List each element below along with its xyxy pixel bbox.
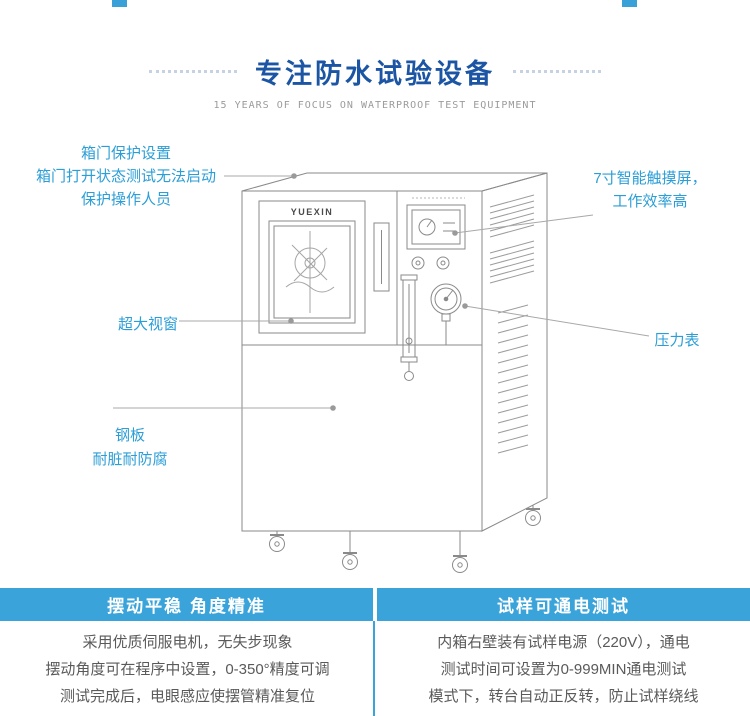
callout-line-text: 箱门打开状态测试无法启动 [35, 168, 216, 185]
feature-line: 摆动角度可在程序中设置，0-350°精度可调 [45, 661, 330, 678]
touchscreen [406, 204, 466, 250]
column-divider [373, 621, 375, 716]
machine-body [241, 172, 548, 532]
title-dash-left-icon [149, 70, 237, 73]
title-row: 专注防水试验设备 [0, 52, 750, 91]
caster-wheels [269, 505, 541, 573]
feature-line: 测试时间可设置为0-999MIN通电测试 [440, 661, 687, 678]
machine-brand: YUEXIN [291, 207, 334, 217]
callout-pressure-gauge: 压力表 [654, 332, 700, 349]
feature-header-bar: 摆动平稳 角度精准 试样可通电测试 [0, 588, 750, 621]
page-title: 专注防水试验设备 [255, 59, 495, 89]
machine-window [268, 220, 356, 324]
feature-title-power: 试样可通电测试 [373, 588, 750, 621]
feature-text-power: 内箱右壁装有试样电源（220V），通电 测试时间可设置为0-999MIN通电测试… [386, 629, 741, 710]
callout-door-protection: 箱门保护设置 箱门打开状态测试无法启动 保护操作人员 [26, 142, 226, 211]
door-handle [373, 222, 390, 292]
callout-steel-panel: 钢板 耐脏耐防腐 [85, 424, 175, 472]
callout-touchscreen: 7寸智能触摸屏， 工作效率高 [575, 167, 725, 213]
machine-illustration: YUEXIN [241, 172, 548, 573]
control-panel [400, 197, 466, 381]
callout-line-text: 钢板 [114, 427, 145, 444]
callout-line-text: 耐脏耐防腐 [92, 451, 168, 468]
decor-notch-left [112, 0, 127, 7]
machine-door [258, 200, 390, 334]
page-subtitle: 15 YEARS OF FOCUS ON WATERPROOF TEST EQU… [213, 100, 537, 111]
callout-line-text: 工作效率高 [612, 193, 688, 210]
callout-line-text: 7寸智能触摸屏， [593, 170, 707, 187]
flow-meter [400, 274, 418, 381]
feature-text-swing: 采用优质伺服电机，无失步现象 摆动角度可在程序中设置，0-350°精度可调 测试… [10, 629, 365, 710]
title-dash-right-icon [513, 70, 601, 73]
pressure-gauge-icon [430, 283, 462, 345]
callout-line-text: 保护操作人员 [80, 191, 171, 208]
decor-notch-right [622, 0, 637, 7]
feature-line: 采用优质伺服电机，无失步现象 [82, 634, 293, 651]
section-header: 专注防水试验设备 15 YEARS OF FOCUS ON WATERPROOF… [0, 52, 750, 111]
window-nozzle-art [285, 231, 335, 313]
side-vent-grille [489, 194, 535, 454]
feature-line: 测试完成后，电眼感应使摆管精准复位 [59, 688, 315, 705]
feature-line: 内箱右壁装有试样电源（220V），通电 [437, 634, 690, 651]
feature-title-swing: 摆动平稳 角度精准 [107, 597, 266, 616]
callout-line-text: 箱门保护设置 [80, 145, 171, 162]
panel-buttons [411, 256, 450, 270]
callout-large-window: 超大视窗 [117, 316, 178, 333]
feature-line: 模式下，转台自动正反转，防止试样绕线 [428, 688, 699, 705]
